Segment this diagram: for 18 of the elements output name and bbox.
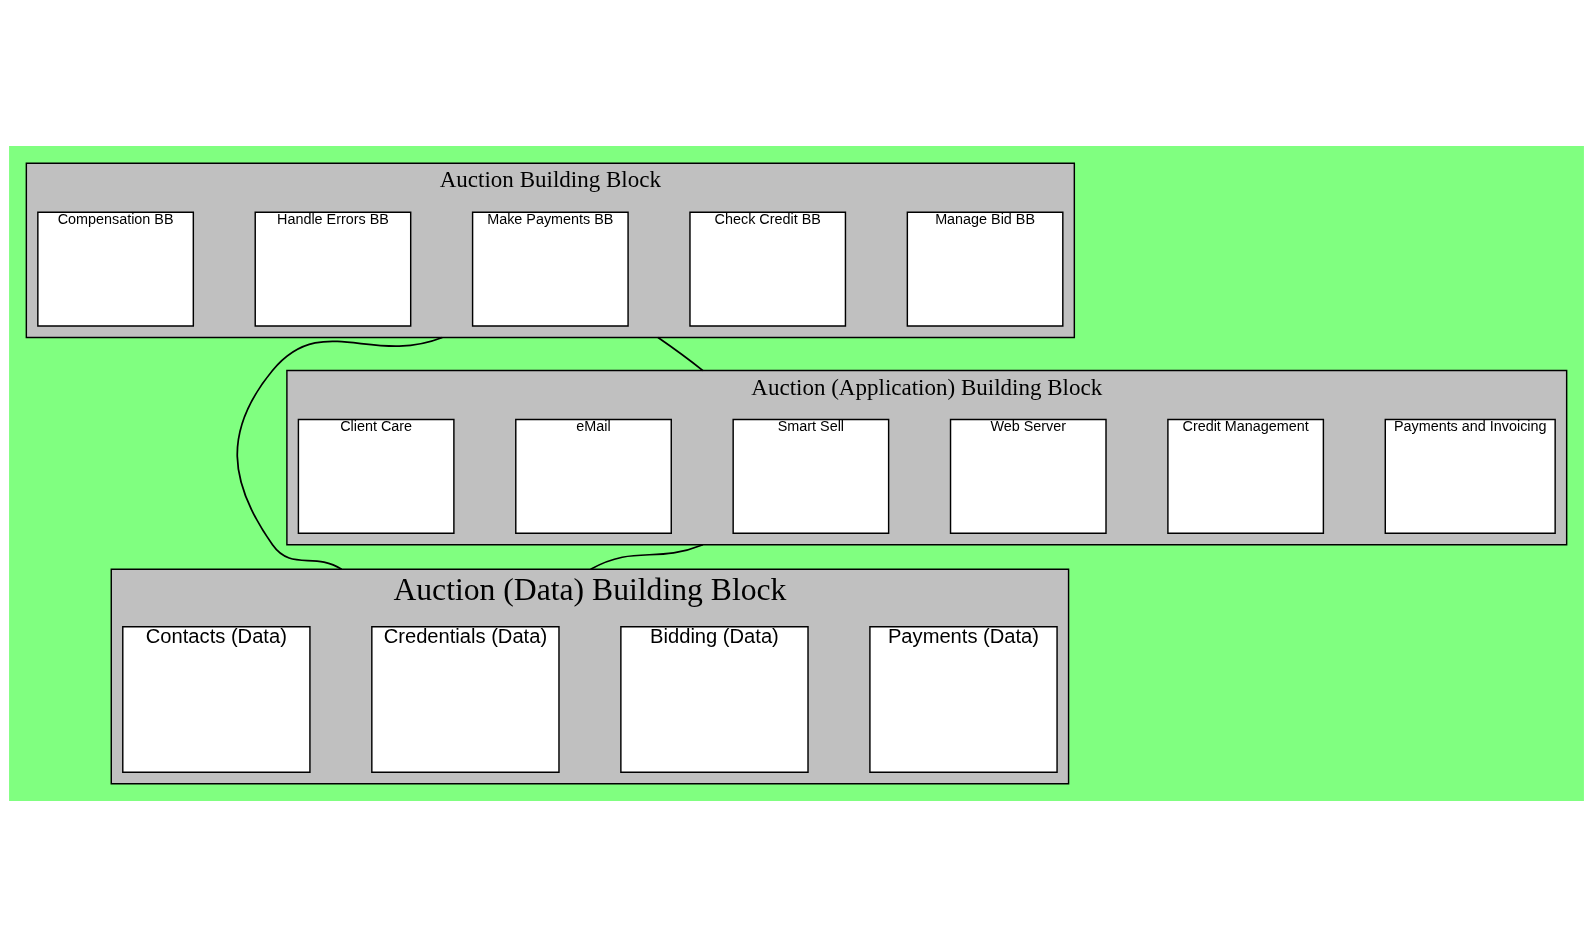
node-box: Payments (Data) [869, 626, 1058, 773]
node-box: Handle Errors BB [254, 211, 412, 327]
node-box: Credentials (Data) [371, 626, 560, 773]
node-box: Manage Bid BB [906, 211, 1064, 327]
node-box: Contacts (Data) [122, 626, 311, 773]
node-box: Web Server [949, 418, 1107, 534]
node-box: Credit Management [1167, 418, 1325, 534]
node-box: Check Credit BB [689, 211, 847, 327]
node-box: Make Payments BB [471, 211, 629, 327]
node-box: Payments and Invoicing [1384, 418, 1556, 534]
connector [657, 336, 704, 372]
node-box: eMail [515, 418, 672, 534]
node-box: Bidding (Data) [620, 626, 809, 773]
connector [589, 543, 704, 571]
node-box: Client Care [297, 418, 455, 534]
node-box: Smart Sell [732, 418, 890, 534]
connector [236, 336, 444, 571]
node-box: Compensation BB [37, 211, 195, 327]
